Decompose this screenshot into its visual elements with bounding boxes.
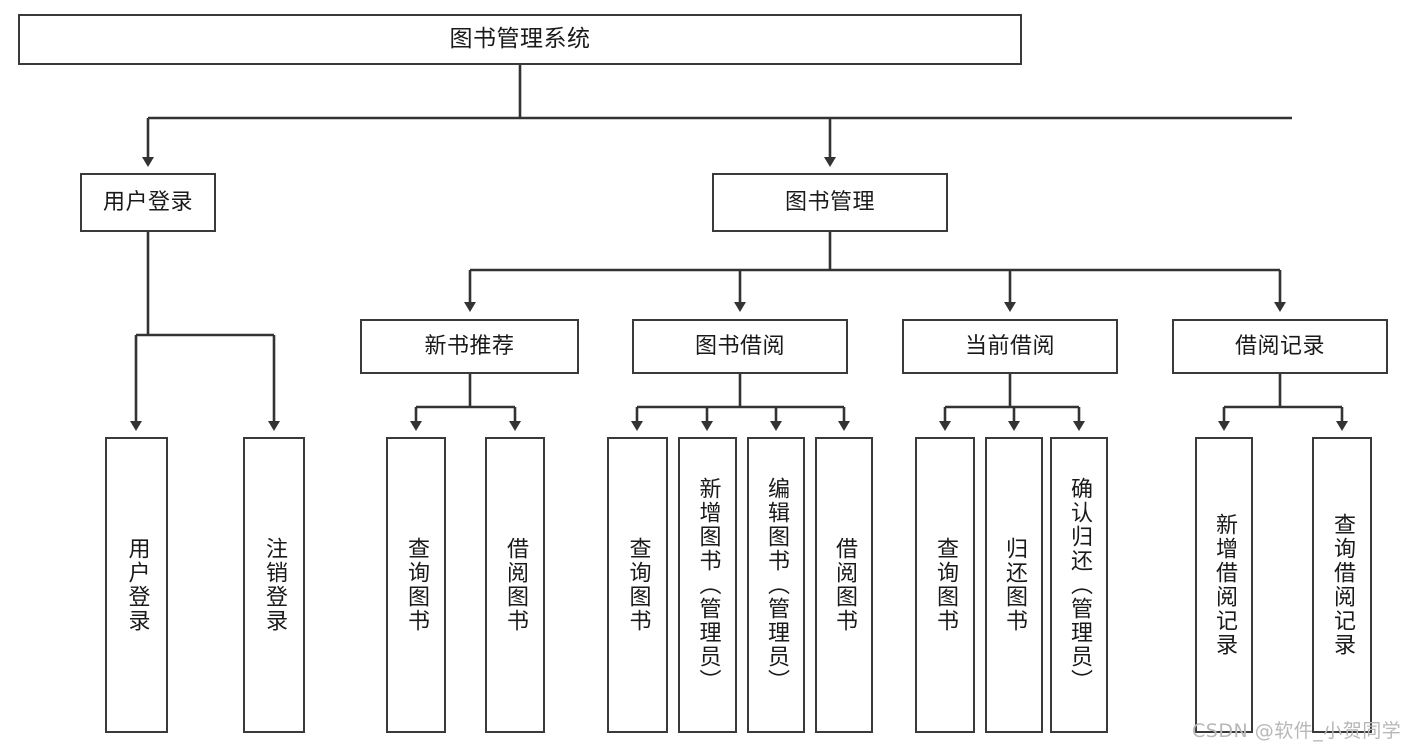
node-label: 图书管理系统 (449, 25, 591, 52)
leaf-edit-book-admin[interactable]: 编辑图书（管理员） (747, 437, 805, 733)
node-label: 编辑图书（管理员） (763, 477, 789, 693)
node-label: 查询图书 (403, 537, 429, 633)
node-user-login[interactable]: 用户登录 (80, 173, 216, 232)
node-label: 查询图书 (932, 537, 958, 633)
leaf-query-books-recommend[interactable]: 查询图书 (386, 437, 446, 733)
leaf-query-books-current[interactable]: 查询图书 (915, 437, 975, 733)
node-label: 用户登录 (102, 189, 193, 215)
node-root-system[interactable]: 图书管理系统 (18, 14, 1022, 65)
node-borrow-records[interactable]: 借阅记录 (1172, 319, 1388, 374)
leaf-borrow-books-recommend[interactable]: 借阅图书 (485, 437, 545, 733)
leaf-query-borrow-record[interactable]: 查询借阅记录 (1312, 437, 1372, 733)
watermark: CSDN @软件_小贺同学 (1192, 720, 1402, 742)
node-label: 图书管理 (784, 189, 875, 215)
node-book-management[interactable]: 图书管理 (712, 173, 948, 232)
leaf-return-books[interactable]: 归还图书 (985, 437, 1043, 733)
node-label: 注销登录 (261, 537, 287, 633)
node-label: 图书借阅 (694, 333, 785, 359)
node-label: 当前借阅 (964, 333, 1055, 359)
leaf-query-books-borrow[interactable]: 查询图书 (607, 437, 668, 733)
node-label: 借阅记录 (1234, 333, 1325, 359)
leaf-logout[interactable]: 注销登录 (243, 437, 305, 733)
node-label: 确认归还（管理员） (1066, 477, 1092, 693)
node-label: 用户登录 (124, 537, 150, 633)
node-label: 借阅图书 (502, 537, 528, 633)
node-label: 新增图书（管理员） (695, 477, 721, 693)
node-new-book-recommend[interactable]: 新书推荐 (360, 319, 579, 374)
node-label: 借阅图书 (831, 537, 857, 633)
leaf-user-login[interactable]: 用户登录 (105, 437, 168, 733)
leaf-add-borrow-record[interactable]: 新增借阅记录 (1195, 437, 1253, 733)
node-label: 新增借阅记录 (1211, 513, 1237, 657)
node-label: 查询借阅记录 (1329, 513, 1355, 657)
node-label: 归还图书 (1001, 537, 1027, 633)
node-current-borrow[interactable]: 当前借阅 (902, 319, 1118, 374)
node-label: 查询图书 (625, 537, 651, 633)
leaf-borrow-books[interactable]: 借阅图书 (815, 437, 873, 733)
leaf-add-book-admin[interactable]: 新增图书（管理员） (678, 437, 737, 733)
node-book-borrow[interactable]: 图书借阅 (632, 319, 848, 374)
node-label: 新书推荐 (424, 333, 515, 359)
leaf-confirm-return-admin[interactable]: 确认归还（管理员） (1050, 437, 1108, 733)
